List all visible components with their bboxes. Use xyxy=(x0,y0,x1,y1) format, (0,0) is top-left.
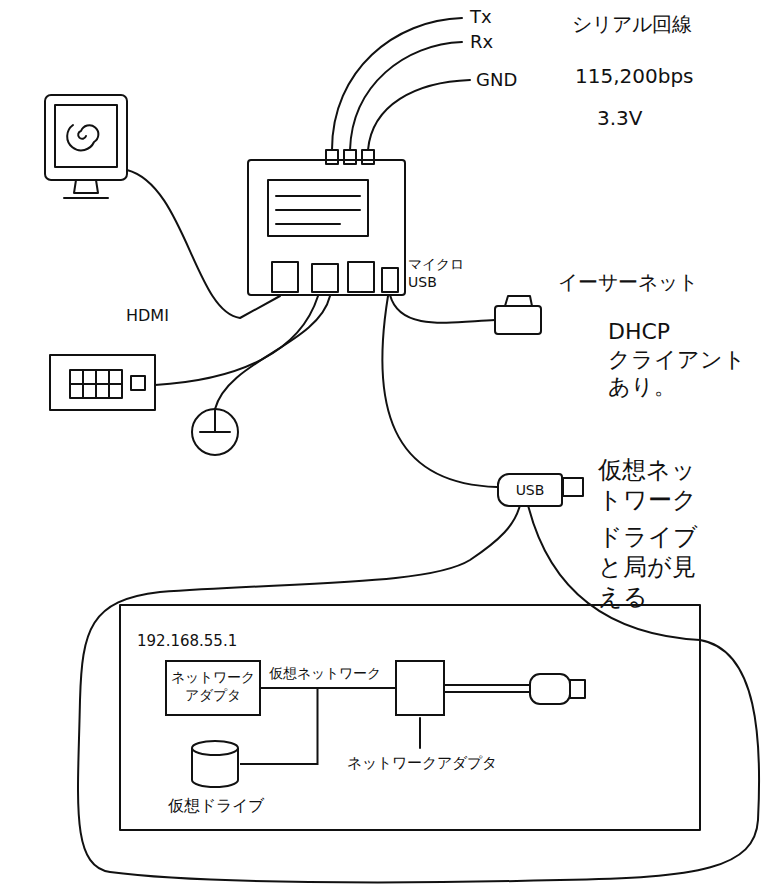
usb-plug: USB xyxy=(497,473,563,507)
callout-bubble xyxy=(78,505,759,882)
note-label: 115,200bps xyxy=(575,64,694,89)
ethernet-plug xyxy=(495,296,541,334)
node-text: USB xyxy=(499,475,561,505)
node-heading: ネットワークアダプタ xyxy=(347,754,497,774)
note-label: HDMI xyxy=(126,306,169,326)
note-label: Tx xyxy=(470,6,492,29)
inset-plug xyxy=(530,674,570,704)
note-label: 3.3V xyxy=(597,106,643,131)
network-line xyxy=(240,688,395,764)
node-heading: 192.168.55.1 xyxy=(137,632,237,652)
network-adapter-box: 192.168.55.1ネットワークアダプタ xyxy=(165,660,261,716)
edge-label: 仮想ネットワーク xyxy=(267,665,383,683)
note-label: イーサーネット xyxy=(558,270,698,295)
leader-line xyxy=(419,718,421,748)
node-text: ネットワークアダプタ xyxy=(167,662,259,710)
note-label: DHCP クライアント あり。 xyxy=(608,318,748,401)
note-label: Rx xyxy=(470,31,493,54)
serial-wire xyxy=(332,18,462,150)
ethernet-cable xyxy=(390,295,495,323)
network-switch-box: ネットワークアダプタ xyxy=(395,660,445,716)
monitor xyxy=(45,95,127,198)
note-label: マイクロ USB xyxy=(408,256,470,291)
keyboard-cable xyxy=(155,296,318,385)
note-label: ドライブと局が見える xyxy=(598,522,720,612)
cylinder-shape xyxy=(190,740,240,788)
note-label: 仮想ネットワーク xyxy=(598,455,720,515)
node-heading: 仮想ドライブ xyxy=(168,796,264,817)
keyboard xyxy=(50,355,155,410)
usb-plug-tip xyxy=(563,478,583,496)
mouse xyxy=(192,409,238,455)
board xyxy=(248,150,405,295)
serial-wire xyxy=(368,80,470,150)
inset-panel xyxy=(120,605,700,830)
note-label: GND xyxy=(476,69,517,92)
inset-cable xyxy=(445,685,530,692)
note-label: シリアル回線 xyxy=(572,12,692,37)
virtual-drive: 仮想ドライブ xyxy=(190,740,240,788)
inset-plug-tip xyxy=(570,680,585,698)
cylinder-top xyxy=(192,741,238,755)
mouse-cable xyxy=(215,296,330,409)
usb-cable xyxy=(382,296,497,487)
